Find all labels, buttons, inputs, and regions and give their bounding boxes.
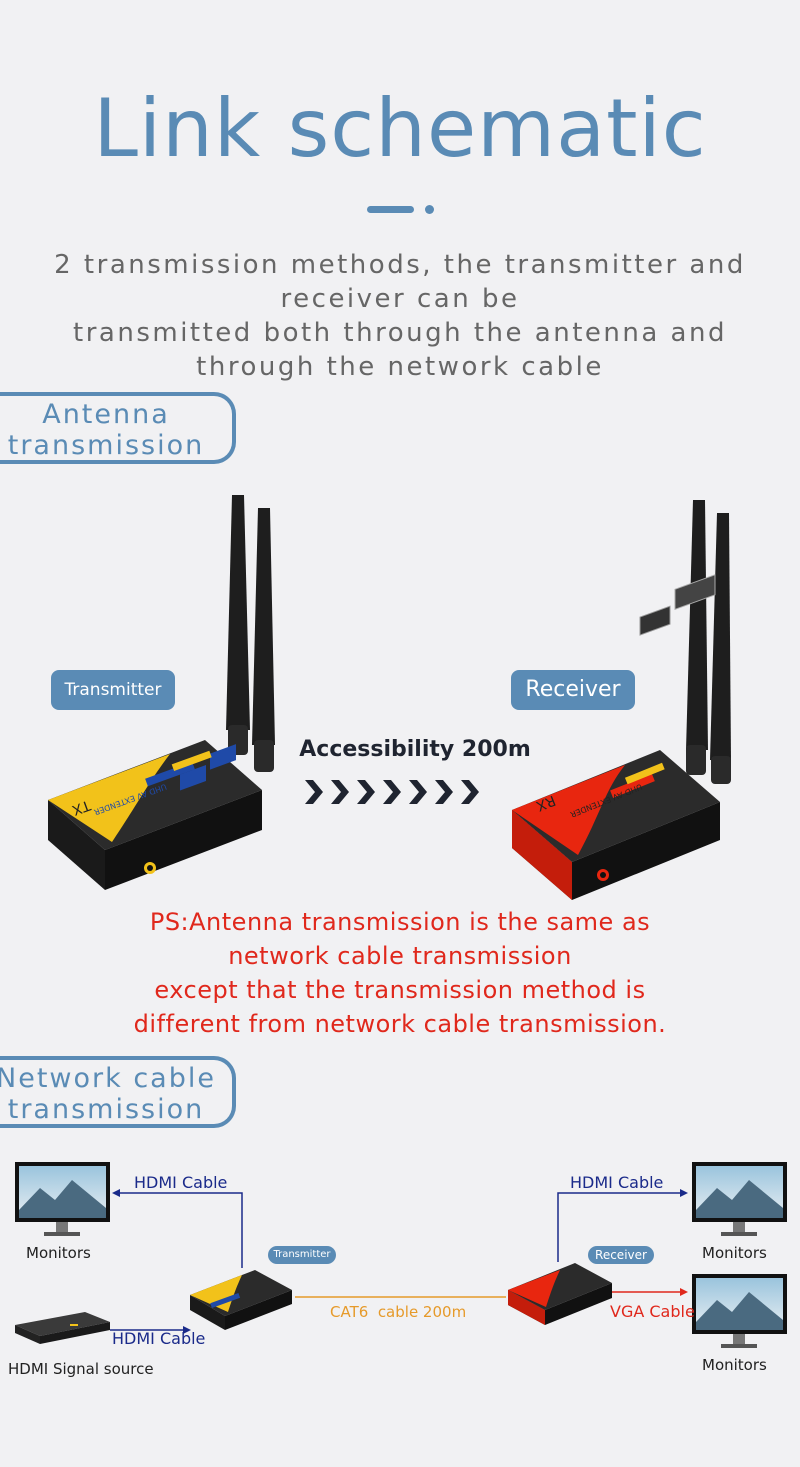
- tx-antenna-icon: [226, 495, 275, 772]
- hdmi-source-box-icon: [15, 1312, 110, 1344]
- arrow-icon: [680, 1288, 688, 1296]
- title-underline-dash: [367, 206, 414, 213]
- ps-note-line: PS:Antenna transmission is the same as: [149, 908, 651, 936]
- tab-line: transmission: [7, 430, 205, 461]
- ps-note: PS:Antenna transmission is the same as n…: [40, 905, 760, 1041]
- arrow-icon: [112, 1189, 120, 1197]
- rx-small-device-icon: [508, 1263, 612, 1325]
- vga-cable-label: VGA Cable: [610, 1302, 695, 1321]
- monitor-icon: [15, 1162, 110, 1236]
- cat6-cable-label: CAT6 cable 200m: [330, 1303, 467, 1321]
- tab-line: Network cable: [0, 1063, 216, 1094]
- arrow-icon: [680, 1189, 688, 1197]
- source-hdmi-cable-label: HDMI Cable: [112, 1329, 206, 1348]
- tab-line: Antenna: [42, 399, 170, 430]
- subtitle-line: receiver can be: [280, 284, 520, 314]
- transmission-arrows-icon: [305, 780, 479, 804]
- left-hdmi-cable-label: HDMI Cable: [134, 1173, 228, 1192]
- right-hdmi-cable-label: HDMI Cable: [570, 1173, 664, 1192]
- right-monitor-bottom-label: Monitors: [702, 1356, 767, 1374]
- source-label: HDMI Signal source: [8, 1360, 154, 1378]
- right-hdmi-cable-line: [557, 1192, 682, 1262]
- antenna-transmission-tab: Antenna transmission: [0, 392, 236, 464]
- tx-small-device-icon: [190, 1270, 292, 1330]
- network-receiver-label: Receiver: [588, 1246, 654, 1264]
- right-monitor-top-label: Monitors: [702, 1244, 767, 1262]
- left-monitor-label: Monitors: [26, 1244, 91, 1262]
- rx-antenna-icon: [686, 500, 731, 784]
- subtitle-line: 2 transmission methods, the transmitter …: [54, 250, 746, 280]
- network-transmitter-label: Transmitter: [268, 1246, 336, 1264]
- rx-device-icon: [512, 574, 720, 900]
- monitor-icon: [692, 1274, 787, 1348]
- range-label: Accessibility 200m: [299, 737, 531, 762]
- tab-line: transmission: [7, 1094, 205, 1125]
- network-diagram: [15, 1162, 787, 1348]
- receiver-label: Receiver: [511, 670, 635, 710]
- page-title: Link schematic: [93, 82, 707, 175]
- transmitter-label: Transmitter: [51, 670, 175, 710]
- arrow-icon: [183, 1326, 191, 1334]
- ps-note-line: except that the transmission method is: [154, 976, 646, 1004]
- ps-note-line: different from network cable transmissio…: [133, 1010, 667, 1038]
- subtitle-line: through the network cable: [196, 352, 604, 382]
- subtitle-line: transmitted both through the antenna and: [73, 318, 727, 348]
- rx-device-text: RX: [533, 792, 557, 814]
- ps-note-line: network cable transmission: [228, 942, 572, 970]
- subtitle: 2 transmission methods, the transmitter …: [40, 248, 760, 384]
- antenna-diagram: TX UHD AV EXTENDER RX UHD AV EXTENDER: [48, 495, 731, 900]
- tx-device-text: TX: [69, 796, 93, 818]
- title-underline-dot: [425, 205, 434, 214]
- tx-device-icon: [48, 740, 262, 890]
- left-hdmi-cable-line: [118, 1192, 243, 1268]
- network-cable-transmission-tab: Network cable transmission: [0, 1056, 236, 1128]
- monitor-icon: [692, 1162, 787, 1236]
